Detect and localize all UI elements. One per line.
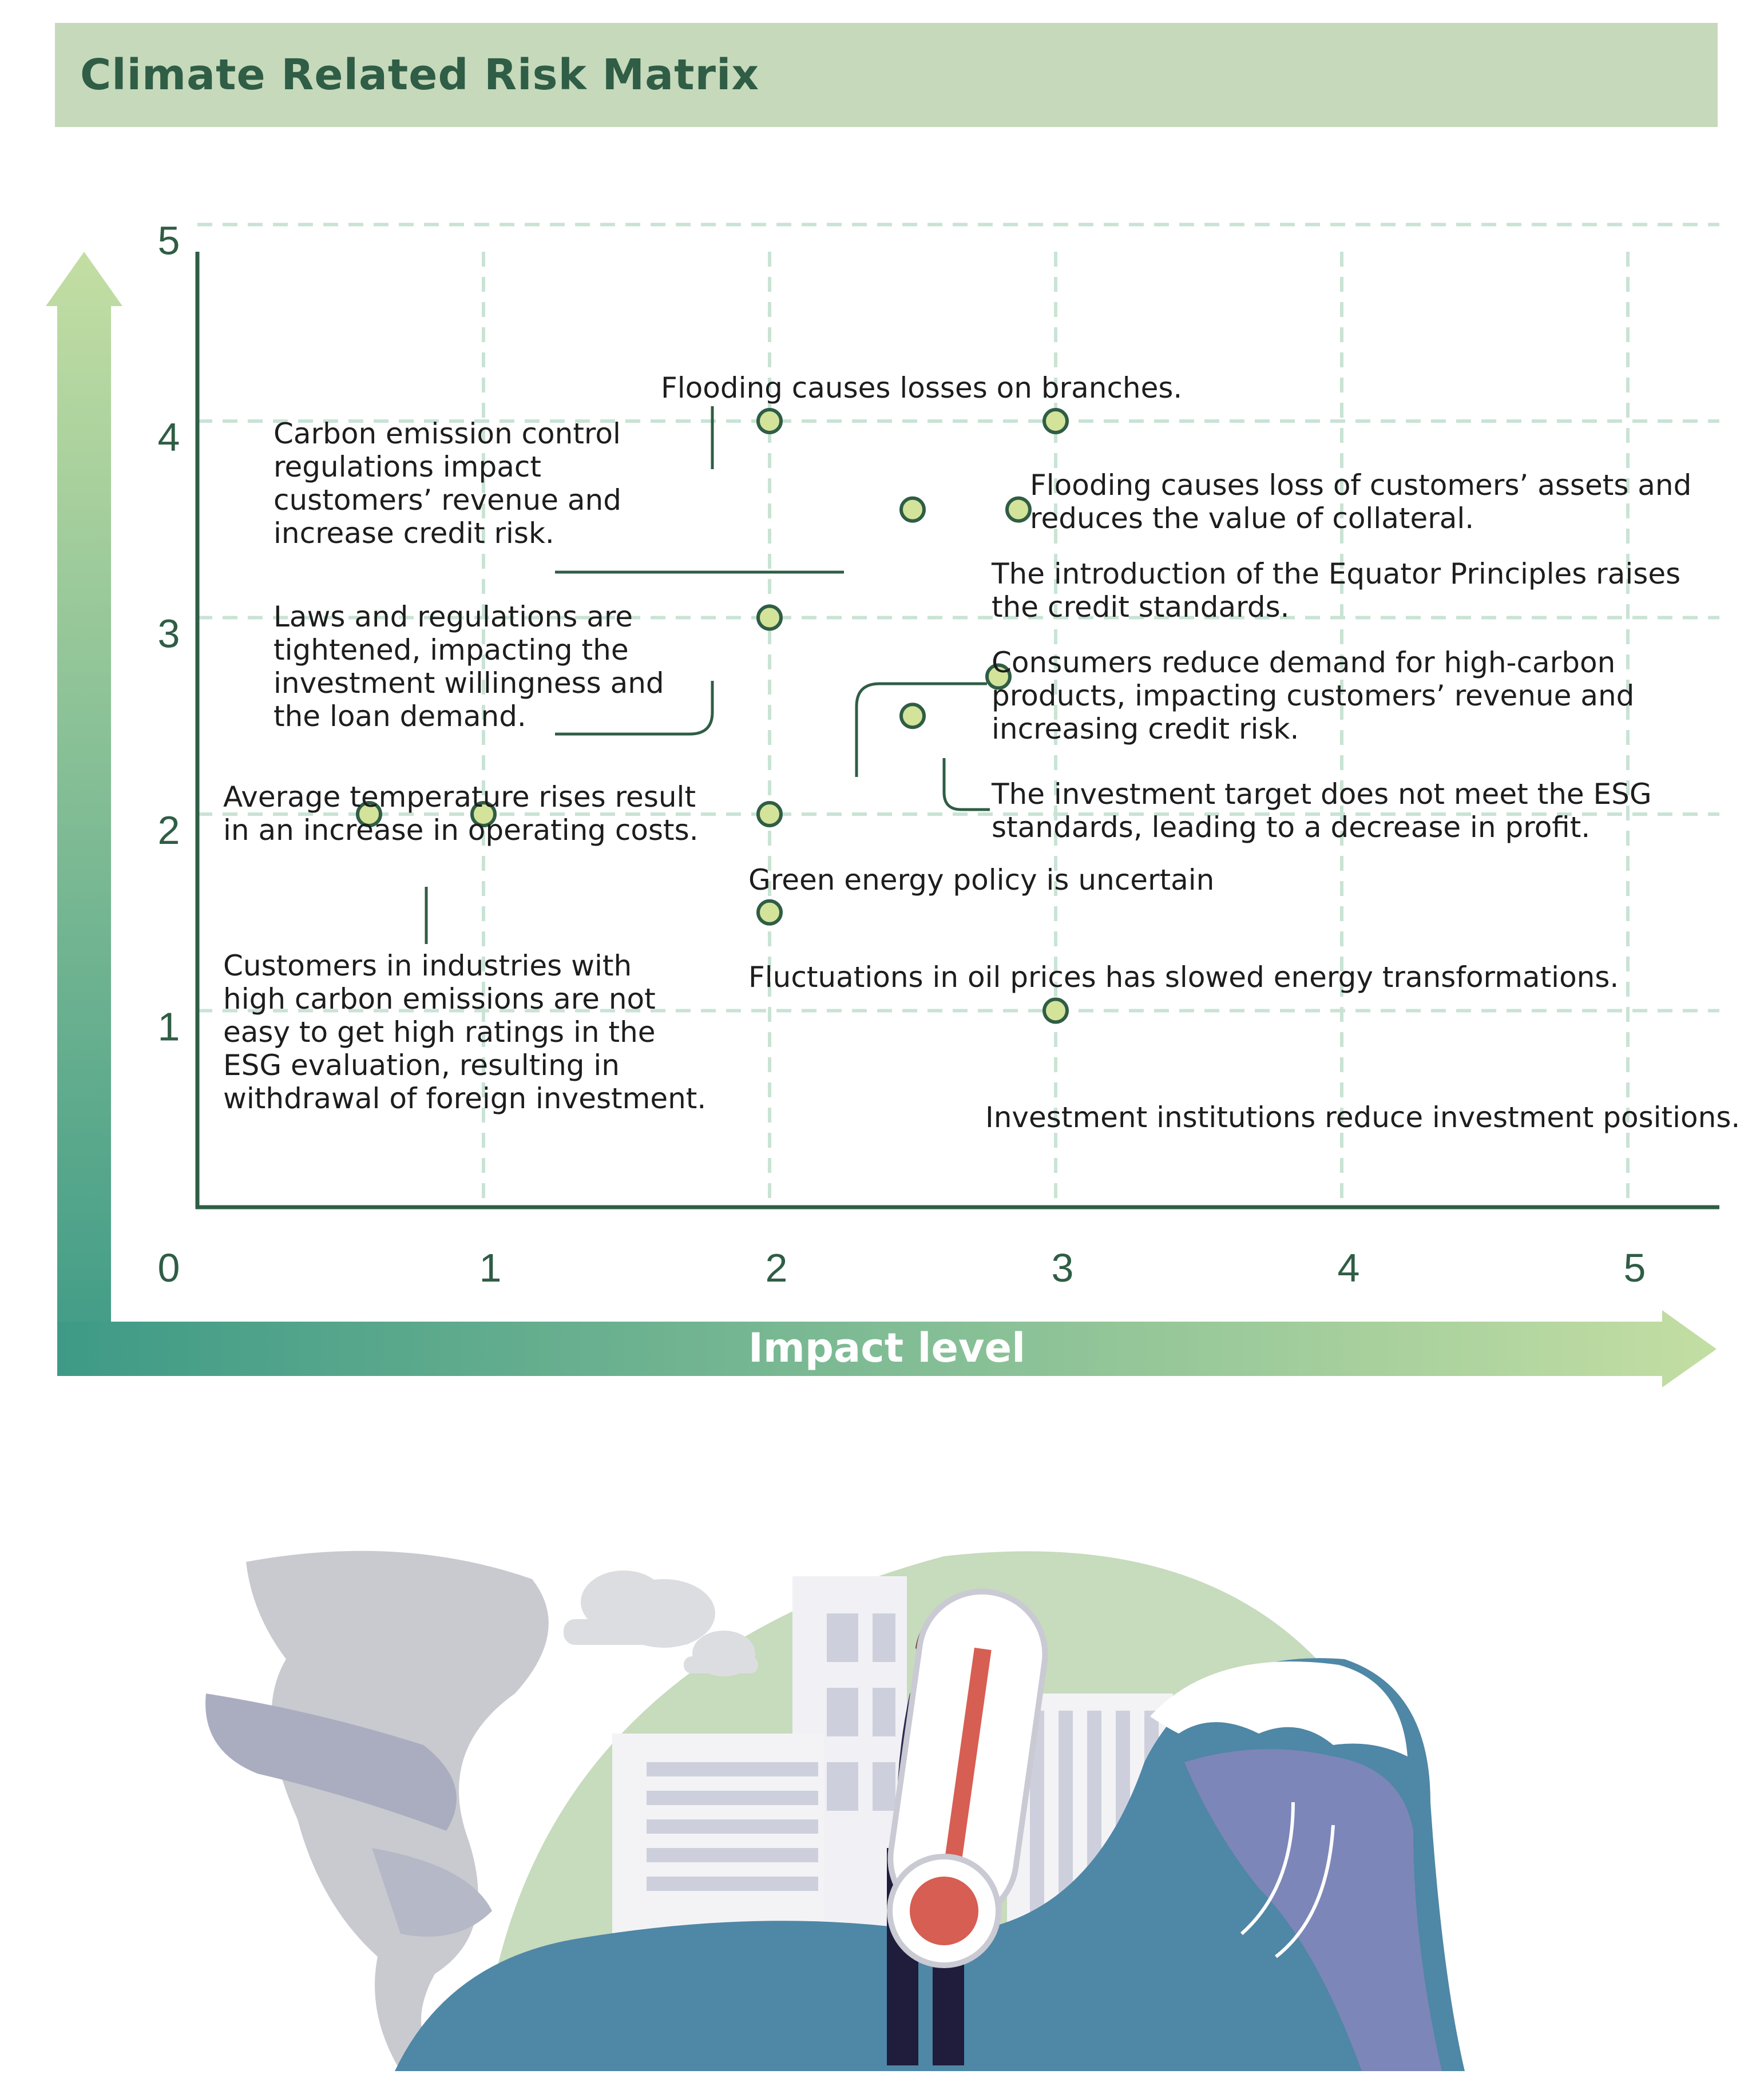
- page-title: Climate Related Risk Matrix: [80, 50, 760, 100]
- annotation-line: Consumers reduce demand for high-carbon: [992, 646, 1615, 679]
- annotation-line: ESG evaluation, resulting in: [223, 1049, 620, 1082]
- risk-matrix-chart: Impact level 0 1 2 3 4 5 1 2 3 4 5 Flooding causes…: [46, 219, 1740, 1387]
- annotation-green-policy: Green energy policy is uncertain: [748, 863, 1214, 897]
- y-tick-label: 2: [158, 808, 180, 852]
- x-axis-arrow: [57, 1310, 1717, 1387]
- annotation-line: The introduction of the Equator Principl…: [991, 557, 1680, 590]
- annotation-line: standards, leading to a decrease in prof…: [992, 811, 1590, 844]
- y-tick-label: 3: [158, 612, 180, 656]
- annotation-line: The investment target does not meet the …: [991, 778, 1652, 811]
- green-hill-shape: [481, 1551, 1430, 2071]
- data-point-6: [985, 663, 1012, 690]
- data-point-8: [470, 801, 497, 827]
- x-tick-label: 4: [1338, 1246, 1360, 1290]
- ocean-wave-icon: [395, 1658, 1465, 2071]
- building-icon: [612, 1576, 1173, 2011]
- annotation-line: tightened, impacting the: [273, 633, 629, 667]
- annotation-line: Laws and regulations are: [273, 600, 633, 633]
- annotation-esg-target: The investment target does not meet the …: [991, 778, 1652, 844]
- annotation-flooding-branches: Flooding causes losses on branches.: [661, 371, 1182, 404]
- data-point-3: [1005, 496, 1032, 523]
- annotation-line: Investment institutions reduce investmen…: [985, 1101, 1740, 1134]
- y-axis-arrow: [46, 252, 122, 1376]
- annotation-line: Customers in industries with: [223, 949, 632, 982]
- data-point-9: [756, 801, 783, 827]
- annotation-institutions: Investment institutions reduce investmen…: [985, 1101, 1740, 1134]
- annotation-equator: The introduction of the Equator Principl…: [991, 557, 1680, 624]
- data-point-0: [756, 408, 783, 434]
- leader-line-3: [855, 682, 987, 777]
- person-with-thermometer-icon: [887, 1588, 1048, 2065]
- annotation-line: customers’ revenue and: [273, 483, 621, 517]
- annotation-line: regulations impact: [273, 450, 541, 483]
- annotation-oil: Fluctuations in oil prices has slowed en…: [748, 961, 1619, 994]
- annotation-line: Flooding causes losses on branches.: [661, 371, 1182, 404]
- data-point-5: [899, 703, 926, 729]
- annotation-line: increase credit risk.: [273, 517, 554, 550]
- leader-line-2: [555, 681, 714, 736]
- annotation-line: Carbon emission control: [273, 417, 621, 450]
- title-band: Climate Related Risk Matrix: [55, 23, 1718, 127]
- data-point-7: [356, 801, 382, 827]
- annotation-line: increasing credit risk.: [992, 712, 1299, 745]
- cloud-icon: [564, 1571, 758, 1676]
- annotation-line: reduces the value of collateral.: [1030, 502, 1474, 535]
- x-axis-title: Impact level: [748, 1324, 1025, 1371]
- y-tick-label: 1: [158, 1005, 180, 1049]
- annotation-line: in an increase in operating costs.: [223, 814, 699, 847]
- annotation-line: Flooding causes loss of customers’ asset…: [1030, 469, 1691, 502]
- y-tick-label: 4: [158, 415, 180, 459]
- annotation-line: investment willingness and: [273, 667, 664, 700]
- annotation-line: the credit standards.: [992, 590, 1290, 624]
- x-tick-label: 3: [1052, 1246, 1074, 1290]
- annotation-line: withdrawal of foreign investment.: [223, 1082, 706, 1115]
- y-axis-title-wrapper: Probability of occurrence: [11, 546, 63, 1147]
- data-point-2: [899, 496, 926, 523]
- annotation-flooding-assets: Flooding causes loss of customers’ asset…: [1030, 469, 1691, 535]
- annotation-line: Fluctuations in oil prices has slowed en…: [748, 961, 1619, 994]
- x-tick-label: 2: [766, 1246, 788, 1290]
- data-point-1: [1042, 408, 1069, 434]
- x-tick-label: 1: [479, 1246, 502, 1290]
- leader-line-4: [942, 758, 990, 811]
- x-tick-label: 5: [1624, 1246, 1646, 1290]
- data-point-4: [756, 604, 783, 631]
- annotation-line: high carbon emissions are not: [223, 982, 656, 1016]
- annotation-line: easy to get high ratings in the: [223, 1016, 656, 1049]
- annotation-line: products, impacting customers’ revenue a…: [992, 679, 1634, 712]
- y-tick-label: 5: [158, 219, 180, 263]
- tornado-icon: [205, 1550, 549, 2071]
- data-point-10: [756, 899, 783, 926]
- annotation-line: Green energy policy is uncertain: [748, 863, 1214, 897]
- y-axis-title: Probability of occurrence: [17, 578, 61, 1115]
- annotation-line: Average temperature rises result: [223, 780, 696, 814]
- data-point-11: [1042, 997, 1069, 1024]
- annotation-line: the loan demand.: [273, 700, 526, 733]
- x-tick-label: 0: [158, 1246, 180, 1290]
